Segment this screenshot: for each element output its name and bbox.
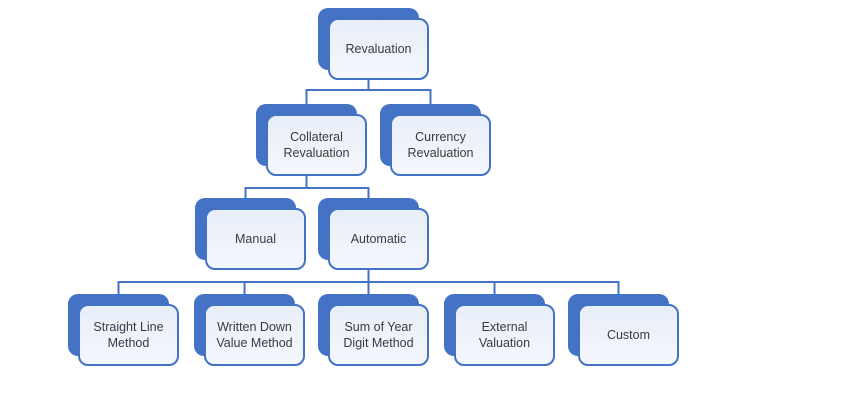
node-automatic[interactable]: Automatic bbox=[318, 198, 431, 272]
node-label: Currency Revaluation bbox=[407, 129, 474, 160]
node-box: Currency Revaluation bbox=[390, 114, 491, 176]
node-currency-revaluation[interactable]: Currency Revaluation bbox=[380, 104, 493, 178]
node-straight-line-method[interactable]: Straight Line Method bbox=[68, 294, 181, 368]
node-box: Manual bbox=[205, 208, 306, 270]
node-label: Straight Line Method bbox=[93, 319, 164, 350]
node-written-down-value-method[interactable]: Written Down Value Method bbox=[194, 294, 307, 368]
node-revaluation[interactable]: Revaluation bbox=[318, 8, 431, 82]
node-label: Manual bbox=[235, 231, 276, 246]
node-sum-of-year-digit-method[interactable]: Sum of Year Digit Method bbox=[318, 294, 431, 368]
node-manual[interactable]: Manual bbox=[195, 198, 308, 272]
node-label: Revaluation bbox=[345, 41, 412, 56]
node-label: Collateral Revaluation bbox=[283, 129, 350, 160]
node-box: Collateral Revaluation bbox=[266, 114, 367, 176]
node-box: Sum of Year Digit Method bbox=[328, 304, 429, 366]
node-box: Written Down Value Method bbox=[204, 304, 305, 366]
node-label: Automatic bbox=[350, 231, 407, 246]
node-box: Straight Line Method bbox=[78, 304, 179, 366]
node-custom[interactable]: Custom bbox=[568, 294, 681, 368]
node-box: Custom bbox=[578, 304, 679, 366]
node-label: Custom bbox=[606, 327, 651, 342]
node-box: Automatic bbox=[328, 208, 429, 270]
node-label: Sum of Year Digit Method bbox=[343, 319, 414, 350]
node-box: External Valuation bbox=[454, 304, 555, 366]
node-box: Revaluation bbox=[328, 18, 429, 80]
node-label: External Valuation bbox=[478, 319, 531, 350]
node-label: Written Down Value Method bbox=[216, 319, 293, 350]
node-external-valuation[interactable]: External Valuation bbox=[444, 294, 557, 368]
node-collateral-revaluation[interactable]: Collateral Revaluation bbox=[256, 104, 369, 178]
